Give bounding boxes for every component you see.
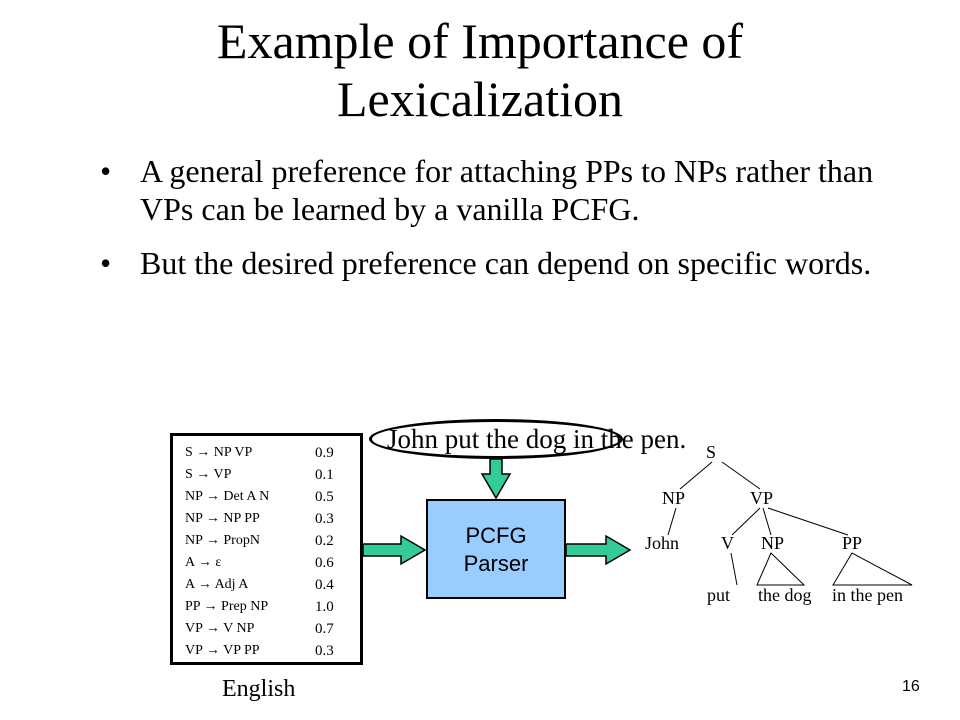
rule-prob: 0.7: [315, 621, 334, 637]
parser-to-tree-arrow: [565, 534, 632, 566]
input-sentence: John put the dog in the pen.: [387, 424, 687, 454]
grammar-rule: NP → NP PP 0.3: [185, 511, 360, 531]
tree-node-pp: PP: [842, 533, 863, 553]
rule-prob: 0.6: [315, 555, 334, 571]
rule-prob: 0.1: [315, 467, 334, 483]
grammar-rule: VP → V NP 0.7: [185, 621, 360, 641]
rule-text: S → VP: [185, 467, 232, 482]
tree-node-s: S: [706, 442, 717, 462]
grammar-rule: VP → VP PP 0.3: [185, 643, 360, 663]
pcfg-parser-box: PCFG Parser: [426, 499, 566, 599]
rule-text: A → ε: [185, 555, 222, 570]
bullet-text: But the desired preference can depend on…: [140, 245, 872, 281]
grammar-caption: English: [222, 676, 296, 702]
grammar-to-parser-arrow: [362, 534, 427, 566]
rule-prob: 0.2: [315, 533, 334, 549]
rule-text: S → NP VP: [185, 445, 253, 460]
bullet-item: • But the desired preference can depend …: [100, 244, 900, 282]
rule-text: NP → PropN: [185, 533, 260, 548]
tree-node-np: NP: [662, 488, 686, 508]
bullet-list: • A general preference for attaching PPs…: [100, 152, 900, 298]
rule-text: VP → VP PP: [185, 643, 260, 658]
sentence-to-parser-arrow: [480, 458, 512, 500]
rule-text: NP → NP PP: [185, 511, 260, 526]
rule-prob: 0.3: [315, 643, 334, 659]
grammar-box: S → NP VP 0.9 S → VP 0.1 NP → Det A N 0.5 N…: [170, 433, 363, 665]
tree-leaf-in-the-pen: in the pen: [832, 585, 903, 605]
rule-text: NP → Det A N: [185, 489, 270, 504]
bullet-text: A general preference for attaching PPs t…: [140, 153, 874, 227]
rule-prob: 0.3: [315, 511, 334, 527]
slide-title: Example of Importance of Lexicalization: [0, 12, 960, 128]
page-number: 16: [902, 678, 920, 695]
tree-leaf-the-dog: the dog: [758, 585, 812, 605]
parser-label-line-1: PCFG: [465, 523, 527, 548]
grammar-rule: A → ε 0.6: [185, 555, 360, 575]
tree-node-v: V: [721, 533, 734, 553]
tree-node-vp: VP: [750, 488, 774, 508]
grammar-rule: NP → PropN 0.2: [185, 533, 360, 553]
tree-leaf-put: put: [707, 585, 731, 605]
bullet-dot: •: [100, 245, 112, 281]
bullet-item: • A general preference for attaching PPs…: [100, 152, 900, 228]
title-line-1: Example of Importance of: [216, 13, 744, 69]
rule-prob: 0.9: [315, 445, 334, 461]
tree-node-np-object: NP: [761, 533, 785, 553]
grammar-rule: NP → Det A N 0.5: [185, 489, 360, 509]
parse-tree-edges: [667, 461, 913, 586]
title-line-2: Lexicalization: [337, 71, 623, 127]
tree-leaf-john: John: [645, 533, 680, 553]
grammar-rule: S → NP VP 0.9: [185, 445, 360, 465]
grammar-rule: PP → Prep NP 1.0: [185, 599, 360, 619]
parser-label-line-2: Parser: [463, 551, 529, 576]
rule-prob: 0.4: [315, 577, 334, 593]
grammar-rule: S → VP 0.1: [185, 467, 360, 487]
rule-prob: 1.0: [315, 599, 334, 615]
rule-text: VP → V NP: [185, 621, 255, 636]
rule-text: A → Adj A: [185, 577, 249, 592]
bullet-dot: •: [100, 153, 112, 189]
rule-prob: 0.5: [315, 489, 334, 505]
grammar-rule: A → Adj A 0.4: [185, 577, 360, 597]
rule-text: PP → Prep NP: [185, 599, 269, 614]
input-sentence-ellipse: [369, 419, 623, 459]
